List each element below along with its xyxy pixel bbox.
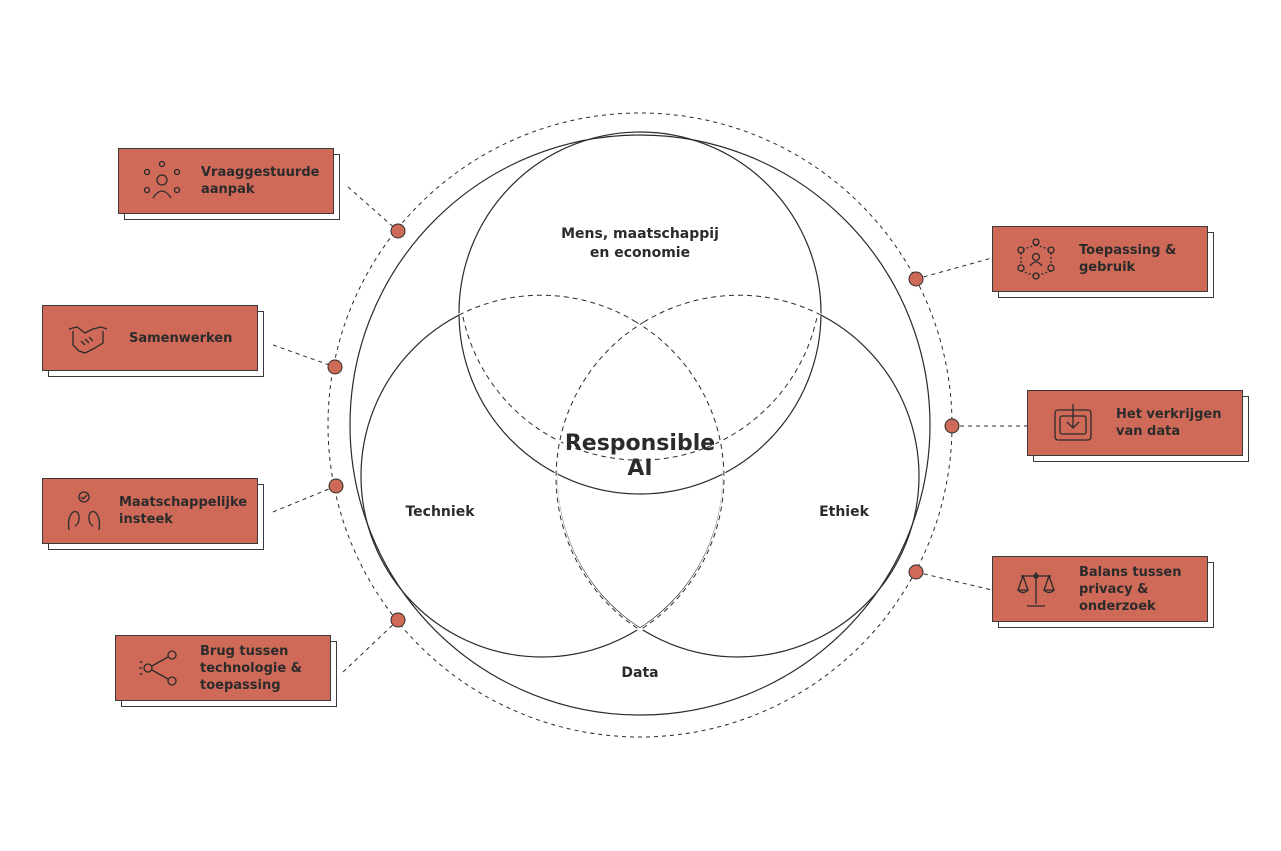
top-circle-label: Mens, maatschappij en economie bbox=[561, 226, 719, 261]
download-box-icon bbox=[1050, 400, 1096, 446]
overlap-dashes bbox=[458, 293, 822, 632]
card-balans: Balans tussen privacy & onderzoek bbox=[992, 556, 1208, 622]
orbit-dot bbox=[908, 564, 924, 580]
orbit-dots bbox=[327, 223, 960, 628]
data-circle-label: Data bbox=[621, 665, 659, 681]
orbit-dot bbox=[908, 271, 924, 287]
data-circle bbox=[349, 134, 931, 716]
user-hub-icon bbox=[1013, 236, 1059, 282]
orbit-dot bbox=[328, 478, 344, 494]
person-network-icon bbox=[139, 158, 185, 204]
right-circle-label: Ethiek bbox=[819, 504, 869, 520]
card-verkrijgen: Het verkrijgen van data bbox=[1027, 390, 1243, 456]
top-circle bbox=[458, 131, 822, 495]
card-label: Toepassing & gebruik bbox=[1079, 243, 1177, 275]
center-label: Responsible AI bbox=[564, 431, 716, 481]
card-samenwerken: Samenwerken bbox=[42, 305, 258, 371]
connector-lines bbox=[272, 186, 1027, 673]
card-label: Vraaggestuurde aanpak bbox=[201, 165, 320, 197]
card-label: Brug tussen technologie & toepassing bbox=[200, 643, 303, 693]
card-maatschappelijk: Maatschappelijke insteek bbox=[42, 478, 258, 544]
people-chat-icon bbox=[61, 488, 107, 534]
handshake-icon bbox=[65, 315, 111, 361]
scales-icon bbox=[1013, 566, 1059, 612]
card-label: Samenwerken bbox=[129, 330, 233, 346]
share-icon bbox=[136, 645, 182, 691]
card-label: Balans tussen privacy & onderzoek bbox=[1079, 564, 1182, 614]
card-brug: Brug tussen technologie & toepassing bbox=[115, 635, 331, 701]
card-vraaggestuurd: Vraaggestuurde aanpak bbox=[118, 148, 334, 214]
card-label: Maatschappelijke insteek bbox=[119, 495, 248, 527]
orbit-dot bbox=[944, 418, 960, 434]
card-label: Het verkrijgen van data bbox=[1116, 407, 1222, 439]
card-toepassing: Toepassing & gebruik bbox=[992, 226, 1208, 292]
left-circle-label: Techniek bbox=[405, 504, 475, 520]
orbit-dot bbox=[390, 223, 406, 239]
orbit-dot bbox=[327, 359, 343, 375]
orbit-circle bbox=[327, 112, 953, 738]
orbit-dot bbox=[390, 612, 406, 628]
